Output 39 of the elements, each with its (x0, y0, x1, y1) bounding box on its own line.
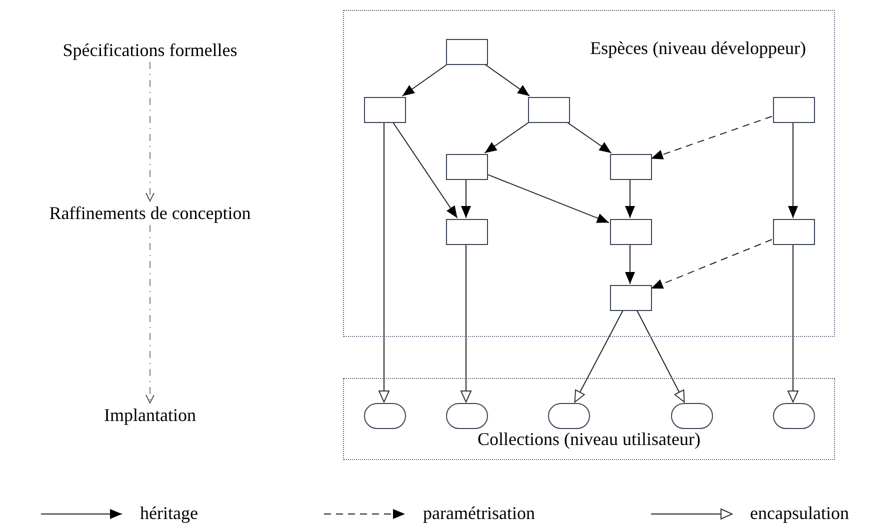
stage-label: Spécifications formelles (62, 38, 238, 62)
group-heading: Collections (niveau utilisateur) (478, 428, 700, 451)
arrow (788, 122, 798, 218)
group-heading: Espèces (niveau développeur) (590, 37, 806, 60)
arrow (392, 122, 458, 218)
arrow (625, 244, 635, 284)
arrow (460, 244, 472, 402)
arrow (650, 116, 772, 160)
arrow (486, 174, 610, 224)
arrow (788, 244, 798, 402)
arrow (484, 122, 530, 154)
stage-label: Raffinements de conception (49, 202, 251, 225)
arrow (378, 122, 390, 402)
class-box (446, 219, 488, 245)
class-box (610, 219, 652, 245)
legend-label: héritage (140, 502, 198, 525)
arrow (636, 310, 685, 402)
class-box (446, 154, 488, 180)
class-box (364, 97, 406, 123)
arrow (566, 122, 612, 154)
arrow (484, 64, 530, 96)
arrow (402, 64, 448, 96)
class-box (773, 97, 815, 123)
class-box (610, 154, 652, 180)
class-box (610, 285, 652, 311)
legend-label: encapsulation (750, 502, 849, 525)
class-box (446, 39, 488, 65)
arrow (146, 224, 154, 404)
arrow (650, 239, 772, 289)
arrow (146, 62, 154, 202)
class-box (528, 97, 570, 123)
arrow (574, 310, 624, 402)
legend-label: paramétrisation (423, 502, 535, 525)
arrow (461, 178, 471, 218)
stage-label: Implantation (104, 404, 196, 427)
dotted-frame (343, 378, 835, 460)
class-box (773, 219, 815, 245)
arrow (625, 178, 635, 218)
dotted-frame (343, 10, 835, 337)
